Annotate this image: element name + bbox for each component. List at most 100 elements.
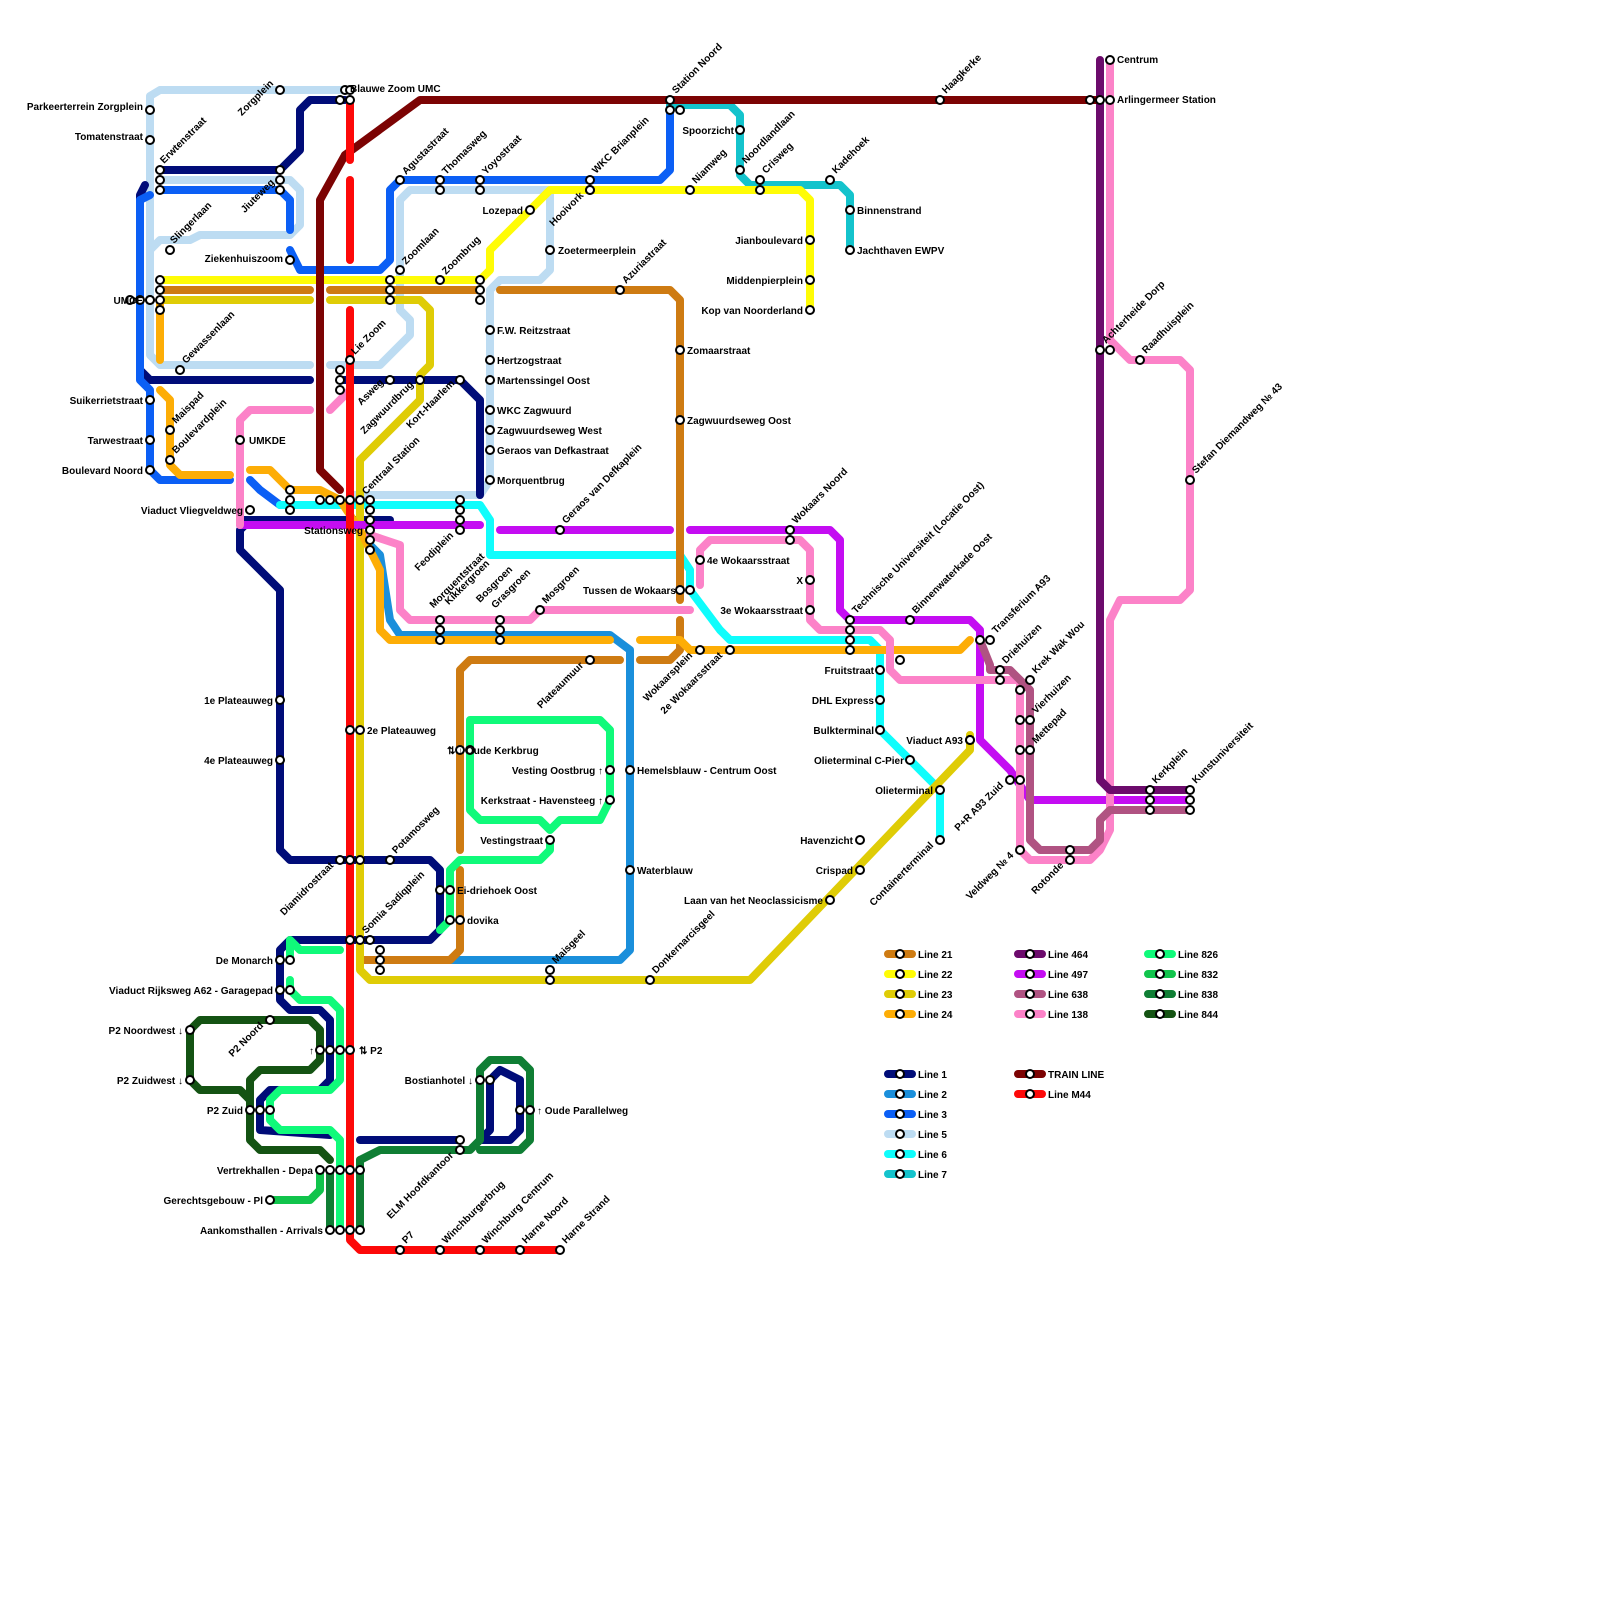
interchange-marker[interactable]: [355, 1225, 365, 1235]
station-marker-haagkerke[interactable]: [935, 95, 945, 105]
station-marker-suikerrietstraat[interactable]: [145, 395, 155, 405]
interchange-marker[interactable]: [285, 495, 295, 505]
interchange-marker[interactable]: [145, 295, 155, 305]
interchange-marker[interactable]: [545, 975, 555, 985]
interchange-marker[interactable]: [155, 295, 165, 305]
interchange-marker[interactable]: [895, 655, 905, 665]
station-marker-mettepad[interactable]: [1025, 745, 1035, 755]
station-marker-fruitstraat[interactable]: [875, 665, 885, 675]
interchange-marker[interactable]: [335, 375, 345, 385]
interchange-marker[interactable]: [435, 185, 445, 195]
station-marker-3e-wokaarsstraat[interactable]: [805, 605, 815, 615]
station-marker-gewassenlaan[interactable]: [175, 365, 185, 375]
station-marker-zagwuurdbrug[interactable]: [415, 375, 425, 385]
interchange-marker[interactable]: [515, 1105, 525, 1115]
interchange-marker[interactable]: [485, 1075, 495, 1085]
station-marker-2e-wokaarsstraat[interactable]: [725, 645, 735, 655]
interchange-marker[interactable]: [155, 175, 165, 185]
interchange-marker[interactable]: [325, 495, 335, 505]
interchange-marker[interactable]: [1085, 95, 1095, 105]
interchange-marker[interactable]: [385, 275, 395, 285]
station-marker-waterblauw[interactable]: [625, 865, 635, 875]
station-marker-zoombrug[interactable]: [435, 275, 445, 285]
interchange-marker[interactable]: [365, 505, 375, 515]
interchange-marker[interactable]: [375, 955, 385, 965]
interchange-marker[interactable]: [345, 85, 355, 95]
interchange-marker[interactable]: [375, 945, 385, 955]
station-marker-donkernarcisgeel[interactable]: [645, 975, 655, 985]
interchange-marker[interactable]: [685, 585, 695, 595]
station-marker-bostianhotel[interactable]: [475, 1075, 485, 1085]
interchange-marker[interactable]: [1145, 805, 1155, 815]
station-marker-technische-universiteit-locatie-oost[interactable]: [845, 615, 855, 625]
station-marker-4e-plateauweg[interactable]: [275, 755, 285, 765]
station-marker-jianboulevard[interactable]: [805, 235, 815, 245]
station-marker-ei-driehoek-oost[interactable]: [445, 885, 455, 895]
station-marker-stationsweg[interactable]: [365, 525, 375, 535]
station-marker-zagwuurdseweg-west[interactable]: [485, 425, 495, 435]
station-marker-tomatenstraat[interactable]: [145, 135, 155, 145]
station-marker-gerechtsgebouw-pl[interactable]: [265, 1195, 275, 1205]
interchange-marker[interactable]: [1015, 685, 1025, 695]
interchange-marker[interactable]: [365, 545, 375, 555]
station-marker-x[interactable]: [805, 575, 815, 585]
station-marker-binnenstrand[interactable]: [845, 205, 855, 215]
station-marker-wkc-brianplein[interactable]: [585, 175, 595, 185]
interchange-marker[interactable]: [255, 1105, 265, 1115]
station-marker-potamosweg[interactable]: [385, 855, 395, 865]
station-marker-slingerlaan[interactable]: [165, 245, 175, 255]
interchange-marker[interactable]: [355, 1165, 365, 1175]
station-marker-harne-strand[interactable]: [555, 1245, 565, 1255]
interchange-marker[interactable]: [125, 295, 135, 305]
interchange-marker[interactable]: [285, 505, 295, 515]
interchange-marker[interactable]: [315, 495, 325, 505]
interchange-marker[interactable]: [335, 1165, 345, 1175]
station-marker-jachthaven-ewpv[interactable]: [845, 245, 855, 255]
station-marker-havenzicht[interactable]: [855, 835, 865, 845]
station-marker-wkc-zagwuurd[interactable]: [485, 405, 495, 415]
interchange-marker[interactable]: [345, 1165, 355, 1175]
interchange-marker[interactable]: [475, 275, 485, 285]
station-marker-raadhuisplein[interactable]: [1135, 355, 1145, 365]
interchange-marker[interactable]: [845, 625, 855, 635]
interchange-marker[interactable]: [845, 645, 855, 655]
interchange-marker[interactable]: [155, 185, 165, 195]
station-marker-erwtenstraat[interactable]: [155, 165, 165, 175]
station-marker-oude-kerkbrug[interactable]: [465, 745, 475, 755]
station-marker-winchburg-centrum[interactable]: [475, 1245, 485, 1255]
interchange-marker[interactable]: [455, 1135, 465, 1145]
station-marker-rotonde[interactable]: [1065, 855, 1075, 865]
station-marker-dhl-express[interactable]: [875, 695, 885, 705]
interchange-marker[interactable]: [285, 955, 295, 965]
station-marker-geraos-van-defkaplein[interactable]: [555, 525, 565, 535]
station-marker-containerterminal[interactable]: [935, 835, 945, 845]
interchange-marker[interactable]: [335, 495, 345, 505]
interchange-marker[interactable]: [455, 515, 465, 525]
station-marker-maispad[interactable]: [165, 425, 175, 435]
station-marker-zoomlaan[interactable]: [395, 265, 405, 275]
station-marker-vertrekhallen-depa[interactable]: [315, 1165, 325, 1175]
station-marker-p2-zuidwest[interactable]: [185, 1075, 195, 1085]
station-marker-veldweg-4[interactable]: [1015, 845, 1025, 855]
station-marker-martenssingel-oost[interactable]: [485, 375, 495, 385]
station-marker-bulkterminal[interactable]: [875, 725, 885, 735]
station-marker-crisweg[interactable]: [755, 175, 765, 185]
station-marker-p7[interactable]: [395, 1245, 405, 1255]
station-marker-tarwestraat[interactable]: [145, 435, 155, 445]
station-marker-p2-noordwest[interactable]: [185, 1025, 195, 1035]
station-marker-morquentstraat[interactable]: [435, 615, 445, 625]
interchange-marker[interactable]: [1145, 795, 1155, 805]
interchange-marker[interactable]: [1185, 795, 1195, 805]
station-marker-agustastraat[interactable]: [395, 175, 405, 185]
station-marker-boulevardplein[interactable]: [165, 455, 175, 465]
station-marker-lozepad[interactable]: [525, 205, 535, 215]
station-marker-zorgplein[interactable]: [275, 85, 285, 95]
station-marker-morquentbrug[interactable]: [485, 475, 495, 485]
interchange-marker[interactable]: [345, 935, 355, 945]
station-marker-driehuizen[interactable]: [995, 665, 1005, 675]
interchange-marker[interactable]: [1015, 745, 1025, 755]
interchange-marker[interactable]: [1105, 345, 1115, 355]
station-marker-de-monarch[interactable]: [275, 955, 285, 965]
station-marker-jiuteweg[interactable]: [275, 185, 285, 195]
station-marker-ziekenhuiszoom[interactable]: [285, 255, 295, 265]
